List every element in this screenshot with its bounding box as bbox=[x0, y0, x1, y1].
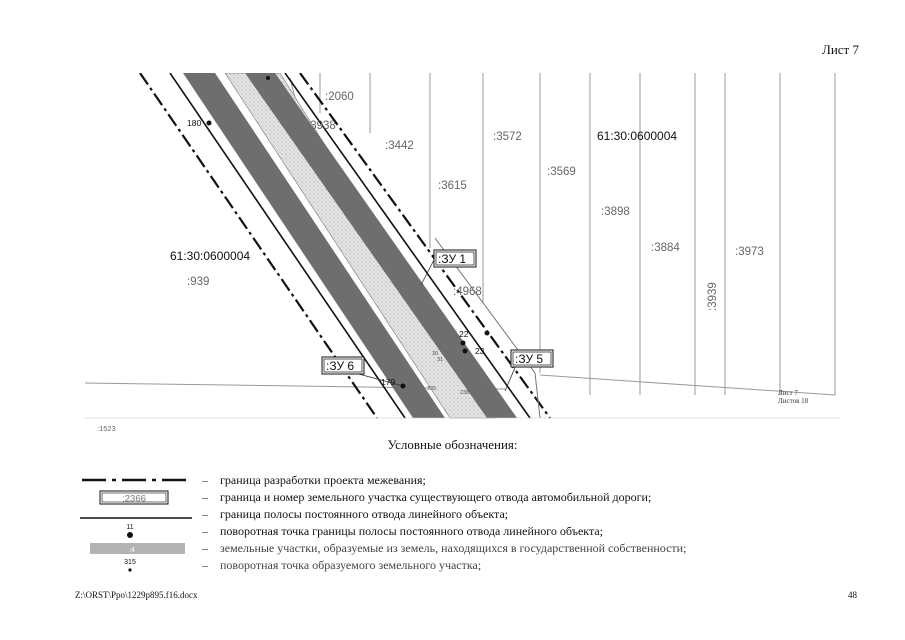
parcel-3973: :3973 bbox=[735, 246, 764, 258]
boxed-parcel-icon: :2366 bbox=[99, 490, 169, 505]
road-band-right bbox=[245, 73, 517, 418]
legend-text: граница разработки проекта межевания; bbox=[220, 473, 426, 487]
svg-text:11: 11 bbox=[126, 524, 133, 531]
legend-item-existing-road-parcel: :2366 – граница и номер земельного участ… bbox=[80, 489, 840, 506]
cadastral-block-left: 61:30:0600004 bbox=[170, 249, 250, 263]
legend-item-state-land-plots: :4 – земельные участки, образуемые из зе… bbox=[80, 540, 840, 557]
legend-text: граница полосы постоянного отвода линейн… bbox=[220, 507, 509, 521]
turning-point-icon: 11 bbox=[126, 524, 134, 538]
design-boundary bbox=[139, 73, 551, 419]
parcel-3442: :3442 bbox=[385, 140, 414, 152]
corner-stamp-sheet: Лист 7 bbox=[778, 389, 798, 397]
allotment-boundary bbox=[169, 73, 531, 419]
solid-line-icon bbox=[80, 517, 192, 519]
zu1-label: :ЗУ 1 bbox=[438, 252, 466, 266]
parcel-939: :939 bbox=[187, 276, 209, 288]
legend-text: граница и номер земельного участка сущес… bbox=[220, 490, 652, 504]
corner-stamp-sheets: Листов 18 bbox=[778, 397, 809, 405]
cadastral-map: :2060 :3938 :3442 :3572 :3615 :3569 :389… bbox=[85, 73, 840, 435]
leader-lines bbox=[354, 257, 518, 392]
gray-band-icon: :4 bbox=[90, 543, 185, 554]
dash-dot-line-icon bbox=[82, 478, 192, 482]
point-31: 31 bbox=[437, 357, 443, 363]
footer-file-path: Z:\ORST\Ppo\1229p895.f16.docx bbox=[75, 590, 198, 600]
sheet-label: Лист 7 bbox=[822, 42, 859, 57]
footer-page-number: 48 bbox=[848, 590, 857, 600]
parcel-3569: :3569 bbox=[547, 166, 576, 178]
parcel-3615: :3615 bbox=[438, 180, 467, 192]
zu5-label: :ЗУ 5 bbox=[515, 352, 543, 366]
point-235: 235 bbox=[427, 386, 436, 392]
parcel-1523: :1523 bbox=[97, 424, 116, 433]
turning-points bbox=[206, 76, 490, 389]
svg-text:315: 315 bbox=[124, 559, 136, 566]
point-23: 23 bbox=[475, 346, 485, 356]
parcel-3884: :3884 bbox=[651, 242, 680, 254]
svg-text::2366: :2366 bbox=[122, 494, 146, 505]
map-drawing: :2060 :3938 :3442 :3572 :3615 :3569 :389… bbox=[85, 73, 840, 433]
legend-text: поворотная точка образуемого земельного … bbox=[220, 558, 482, 572]
legend-item-parcel-point: 315 – поворотная точка образуемого земел… bbox=[80, 557, 840, 574]
parcel-4968: :4968 bbox=[453, 286, 482, 298]
parcel-3572: :3572 bbox=[493, 131, 522, 143]
road-band-left bbox=[183, 73, 445, 418]
legend-item-design-boundary: – граница разработки проекта межевания; bbox=[80, 472, 840, 489]
point-238: 238 bbox=[460, 390, 469, 396]
parcel-point-icon: 315 bbox=[124, 559, 136, 572]
point-180: 180 bbox=[187, 118, 201, 128]
legend-item-allotment-point: 11 – поворотная точка границы полосы пос… bbox=[80, 523, 840, 540]
legend-text: поворотная точка границы полосы постоянн… bbox=[220, 524, 603, 538]
legend-text: земельные участки, образуемые из земель,… bbox=[220, 541, 687, 555]
legend-title: Условные обозначения: bbox=[387, 437, 518, 452]
point-179: 179 bbox=[381, 377, 395, 387]
point-30: 30 bbox=[432, 351, 438, 357]
parcel-3898: :3898 bbox=[601, 206, 630, 218]
point-22: 22 bbox=[459, 329, 469, 339]
cadastral-block-right: 61:30:0600004 bbox=[597, 129, 677, 143]
zu6-label: :ЗУ 6 bbox=[326, 359, 354, 373]
parcel-2060: :2060 bbox=[325, 91, 354, 103]
legend-item-allotment-boundary: – граница полосы постоянного отвода лине… bbox=[80, 506, 840, 523]
parcel-3938: :3938 bbox=[307, 120, 336, 132]
parcel-3939: :3939 bbox=[707, 282, 719, 311]
svg-text::4: :4 bbox=[129, 547, 135, 554]
zu1-outline bbox=[434, 237, 541, 419]
